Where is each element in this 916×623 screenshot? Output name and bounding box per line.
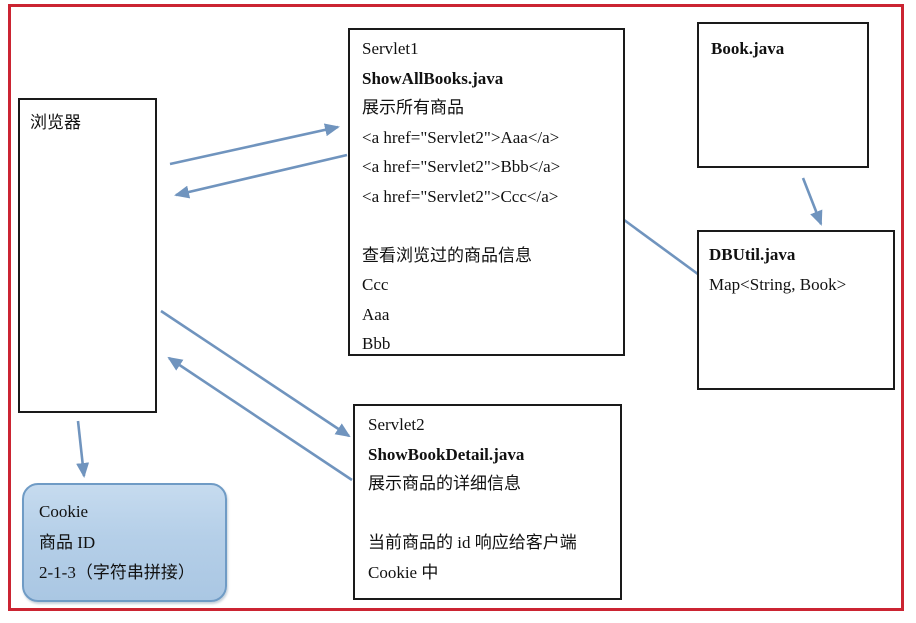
text-line: 展示所有商品 (362, 98, 464, 117)
text-line: 商品 ID (39, 532, 96, 552)
text-line: ShowBookDetail.java (368, 444, 525, 464)
text-line: Ccc (362, 275, 389, 294)
text-line: DBUtil.java (709, 245, 796, 264)
book-java-box: Book.java (697, 22, 869, 168)
text-line: <a href="Servlet2">Bbb</a> (362, 157, 561, 176)
text-line: Book.java (711, 39, 785, 58)
text-line: <a href="Servlet2">Ccc</a> (362, 186, 559, 206)
text-line: 2-1-3（字符串拼接） (39, 563, 195, 582)
text-line: 查看浏览过的商品信息 (362, 245, 532, 265)
text-line: 浏览器 (30, 113, 81, 132)
text-line: Servlet1 (362, 39, 419, 58)
text-line: Map<String, Book> (709, 274, 847, 294)
text-line: ShowAllBooks.java (362, 68, 504, 88)
text-line: <a href="Servlet2">Aaa</a> (362, 127, 560, 147)
text-line: 展示商品的详细信息 (368, 474, 521, 493)
text-line: Cookie (39, 502, 89, 521)
text-line (362, 211, 611, 241)
outer-red-frame (8, 4, 904, 611)
text-line: Aaa (362, 304, 390, 324)
text-line (368, 499, 607, 529)
text-line: Servlet2 (368, 415, 425, 434)
browser-box: 浏览器 (18, 98, 157, 413)
text-line: 当前商品的 id 响应给客户端 (368, 533, 577, 552)
text-line: Bbb (362, 334, 391, 353)
text-line: Cookie 中 (368, 562, 439, 582)
cookie-box: Cookie 商品 ID 2-1-3（字符串拼接） (22, 483, 227, 602)
